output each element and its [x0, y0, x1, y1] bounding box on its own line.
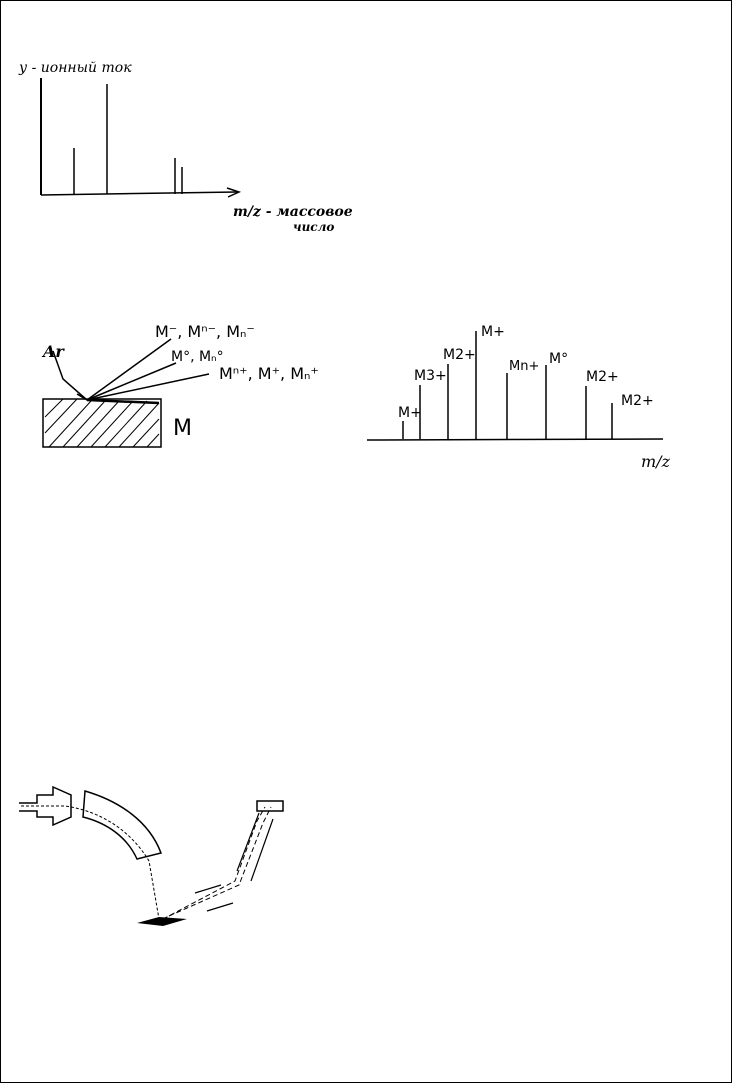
mass-analyzer-magnet: [82, 790, 162, 860]
x-axis-label-2: число: [293, 220, 334, 234]
negative-ion-trajectory: [86, 338, 172, 401]
deflector-plate: [236, 812, 260, 872]
x-axis-arrow-icon: [226, 187, 242, 198]
target-sample: [137, 917, 187, 926]
detector: [256, 800, 284, 812]
ion-path-secondary: [162, 806, 266, 920]
peak-label: M°: [549, 351, 568, 367]
instrument-schematic: [19, 785, 284, 926]
x-axis: [40, 191, 238, 196]
sample-label: M: [173, 416, 192, 441]
ion-beam: [52, 350, 88, 401]
x-axis-label: m/z: [641, 452, 671, 471]
peak-label: M+: [398, 405, 422, 421]
positive-ions-label: Mⁿ⁺, M⁺, Mₙ⁺: [219, 364, 319, 383]
sample-surface: [86, 398, 160, 405]
neutral-trajectory: [86, 362, 177, 401]
peak-label: M+: [481, 324, 505, 340]
x-axis: [366, 438, 664, 441]
peak-label: Mn+: [509, 359, 539, 374]
sample-block: [42, 398, 162, 448]
peak-label: M3+: [414, 368, 447, 384]
positive-ion-trajectory: [86, 373, 210, 401]
peak-label: M2+: [586, 369, 619, 385]
mass-spectrum-figure: у - ионный ток m/z - массовое число: [18, 60, 353, 234]
ion-spectrum-figure: M+ M3+ M2+ M+ Mn+ M° M2+ M2+ m/z: [366, 324, 671, 471]
x-axis-label: m/z - массовое: [233, 204, 353, 220]
y-axis-label: у - ионный ток: [18, 60, 132, 76]
ion-source: [19, 785, 72, 827]
ion-path-primary: [21, 805, 160, 920]
peak-label: M2+: [443, 347, 476, 363]
sputtering-figure: M Ar M⁻, Mⁿ⁻, Mₙ⁻ M°, Mₙ° Mⁿ⁺, M⁺, Mₙ⁺: [41, 322, 319, 448]
lens-electrode: [194, 884, 222, 894]
neutrals-label: M°, Mₙ°: [171, 349, 224, 365]
lens-electrode: [206, 902, 234, 912]
peak-label: M2+: [621, 393, 654, 409]
negative-ions-label: M⁻, Mⁿ⁻, Mₙ⁻: [155, 322, 255, 341]
deflector-plate: [250, 818, 274, 882]
